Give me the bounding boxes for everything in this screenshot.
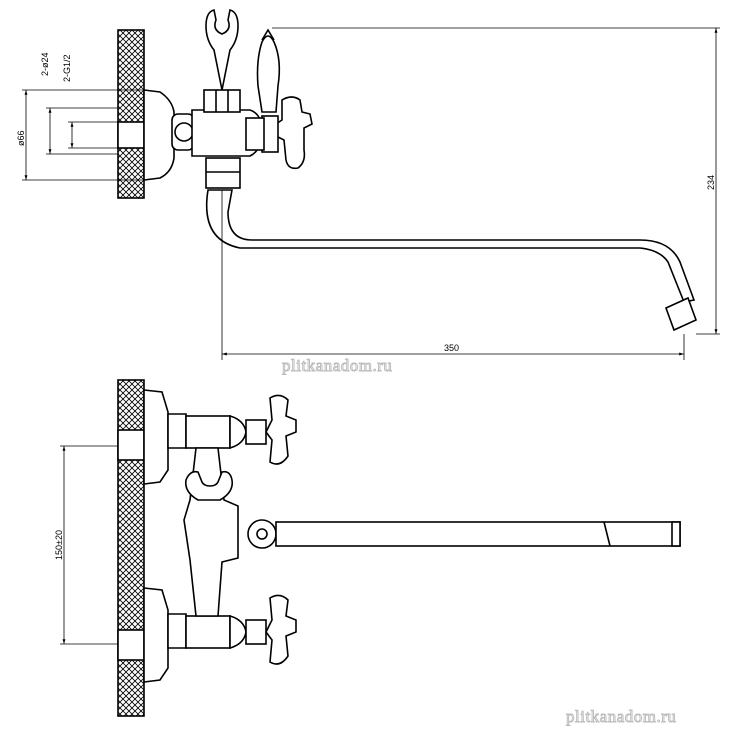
shower-holder-front — [184, 470, 234, 501]
wall-flange — [143, 89, 175, 181]
cross-handle-side — [275, 96, 313, 170]
aerator — [664, 296, 698, 332]
dim-length-350: 350 — [444, 343, 459, 353]
upper-flange — [143, 389, 169, 485]
front-view — [117, 379, 681, 717]
cross-handle-lower — [265, 594, 297, 665]
dimensions-bottom — [60, 445, 118, 645]
dim-height-234: 234 — [706, 175, 716, 190]
shower-holder — [205, 9, 239, 91]
spout-swivel-nut — [205, 157, 241, 189]
dim-thread: 2-G1/2 — [62, 54, 72, 82]
watermark-bottom: plitkanadom.ru — [566, 707, 676, 726]
dimensions-top — [22, 27, 720, 360]
spout-connector — [247, 519, 277, 549]
inlet-pipe — [117, 121, 145, 149]
dim-hole-diameter: 2-ø24 — [40, 52, 50, 76]
cross-handle-upper — [265, 394, 297, 465]
lower-flange — [143, 587, 169, 683]
dim-center-distance: 150±20 — [54, 530, 64, 560]
lever-handle — [256, 35, 281, 113]
spout — [205, 189, 696, 303]
side-view — [117, 9, 698, 332]
spout-front — [275, 521, 681, 547]
watermark-top: plitkanadom.ru — [282, 356, 392, 375]
dim-flange-diameter: ø66 — [16, 130, 26, 146]
wall-section-top — [117, 29, 145, 199]
